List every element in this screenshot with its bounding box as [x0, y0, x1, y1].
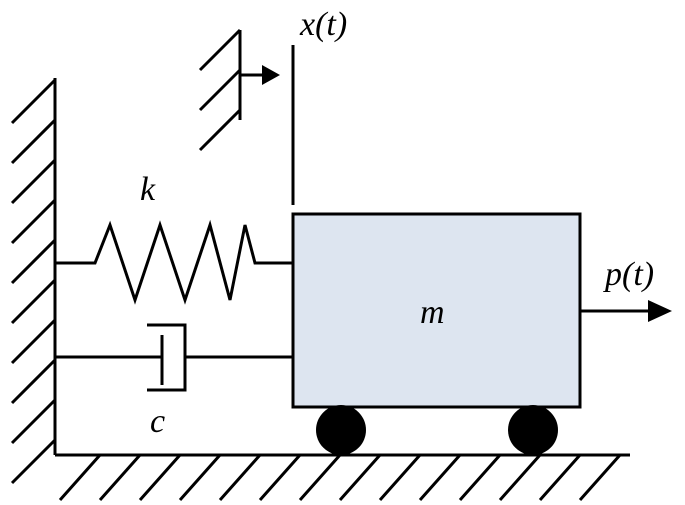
hatch-line: [218, 454, 262, 501]
left-wheel: [316, 405, 366, 455]
hatch-line: [418, 454, 462, 501]
right-wheel: [508, 405, 558, 455]
stiffness-label: k: [140, 171, 156, 208]
hatch-line: [10, 398, 57, 445]
hatch-line: [578, 454, 622, 501]
mass-label: m: [420, 294, 445, 331]
displacement-label: x(t): [299, 6, 347, 43]
hatch-line: [258, 454, 302, 501]
damper: [55, 323, 293, 392]
hatch-line: [10, 198, 57, 245]
hatch-line: [338, 454, 382, 501]
hatch-line: [98, 454, 142, 501]
left-wall-hatch: [10, 78, 57, 485]
hatch-line: [10, 318, 57, 365]
hatch-line: [138, 454, 182, 501]
left-wall: [10, 78, 57, 485]
hatch-line: [498, 454, 542, 501]
displacement-arrow: [240, 65, 280, 85]
hatch-line: [10, 118, 57, 165]
hatch-line: [10, 358, 57, 405]
hatch-line: [10, 438, 57, 485]
hatch-line: [538, 454, 582, 501]
hatch-line: [378, 454, 422, 501]
hatch-line: [10, 278, 57, 325]
hatch-line: [10, 238, 57, 285]
hatch-line: [178, 454, 222, 501]
force-arrow: [580, 300, 672, 322]
hatch-line: [10, 158, 57, 205]
mass-block: [291, 212, 582, 409]
ground-hatch: [58, 454, 622, 501]
reference-frame: [198, 28, 242, 152]
force-label: p(t): [603, 256, 654, 293]
hatch-line: [10, 78, 57, 125]
hatch-line: [458, 454, 502, 501]
ground: [55, 453, 630, 501]
spring: [55, 219, 293, 305]
damping-label: c: [150, 403, 165, 440]
hatch-line: [58, 454, 102, 501]
hatch-line: [298, 454, 342, 501]
